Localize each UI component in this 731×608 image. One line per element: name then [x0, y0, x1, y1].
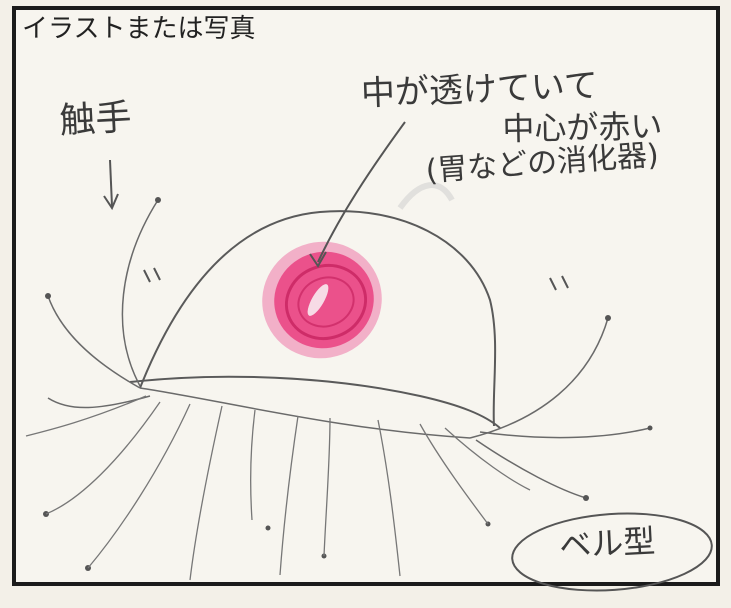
motion-mark-right	[549, 275, 569, 291]
annotation-arrow-stomach	[317, 121, 406, 263]
bell-type-label: ベル型	[558, 521, 657, 565]
motion-mark-left	[143, 267, 161, 283]
jellyfish-bell	[139, 210, 497, 427]
tentacles-upper	[47, 199, 651, 499]
bell-label-oval	[511, 512, 713, 592]
stomach-mark	[262, 241, 382, 359]
jellyfish-bell-rim	[129, 375, 501, 429]
tentacles-lower	[25, 395, 531, 581]
annotation-arrow-tentacle	[109, 159, 113, 207]
tentacle-label: 触手	[58, 97, 133, 142]
page-title: イラストまたは写真	[22, 14, 256, 44]
jellyfish-bell-rim-lower	[139, 387, 471, 439]
